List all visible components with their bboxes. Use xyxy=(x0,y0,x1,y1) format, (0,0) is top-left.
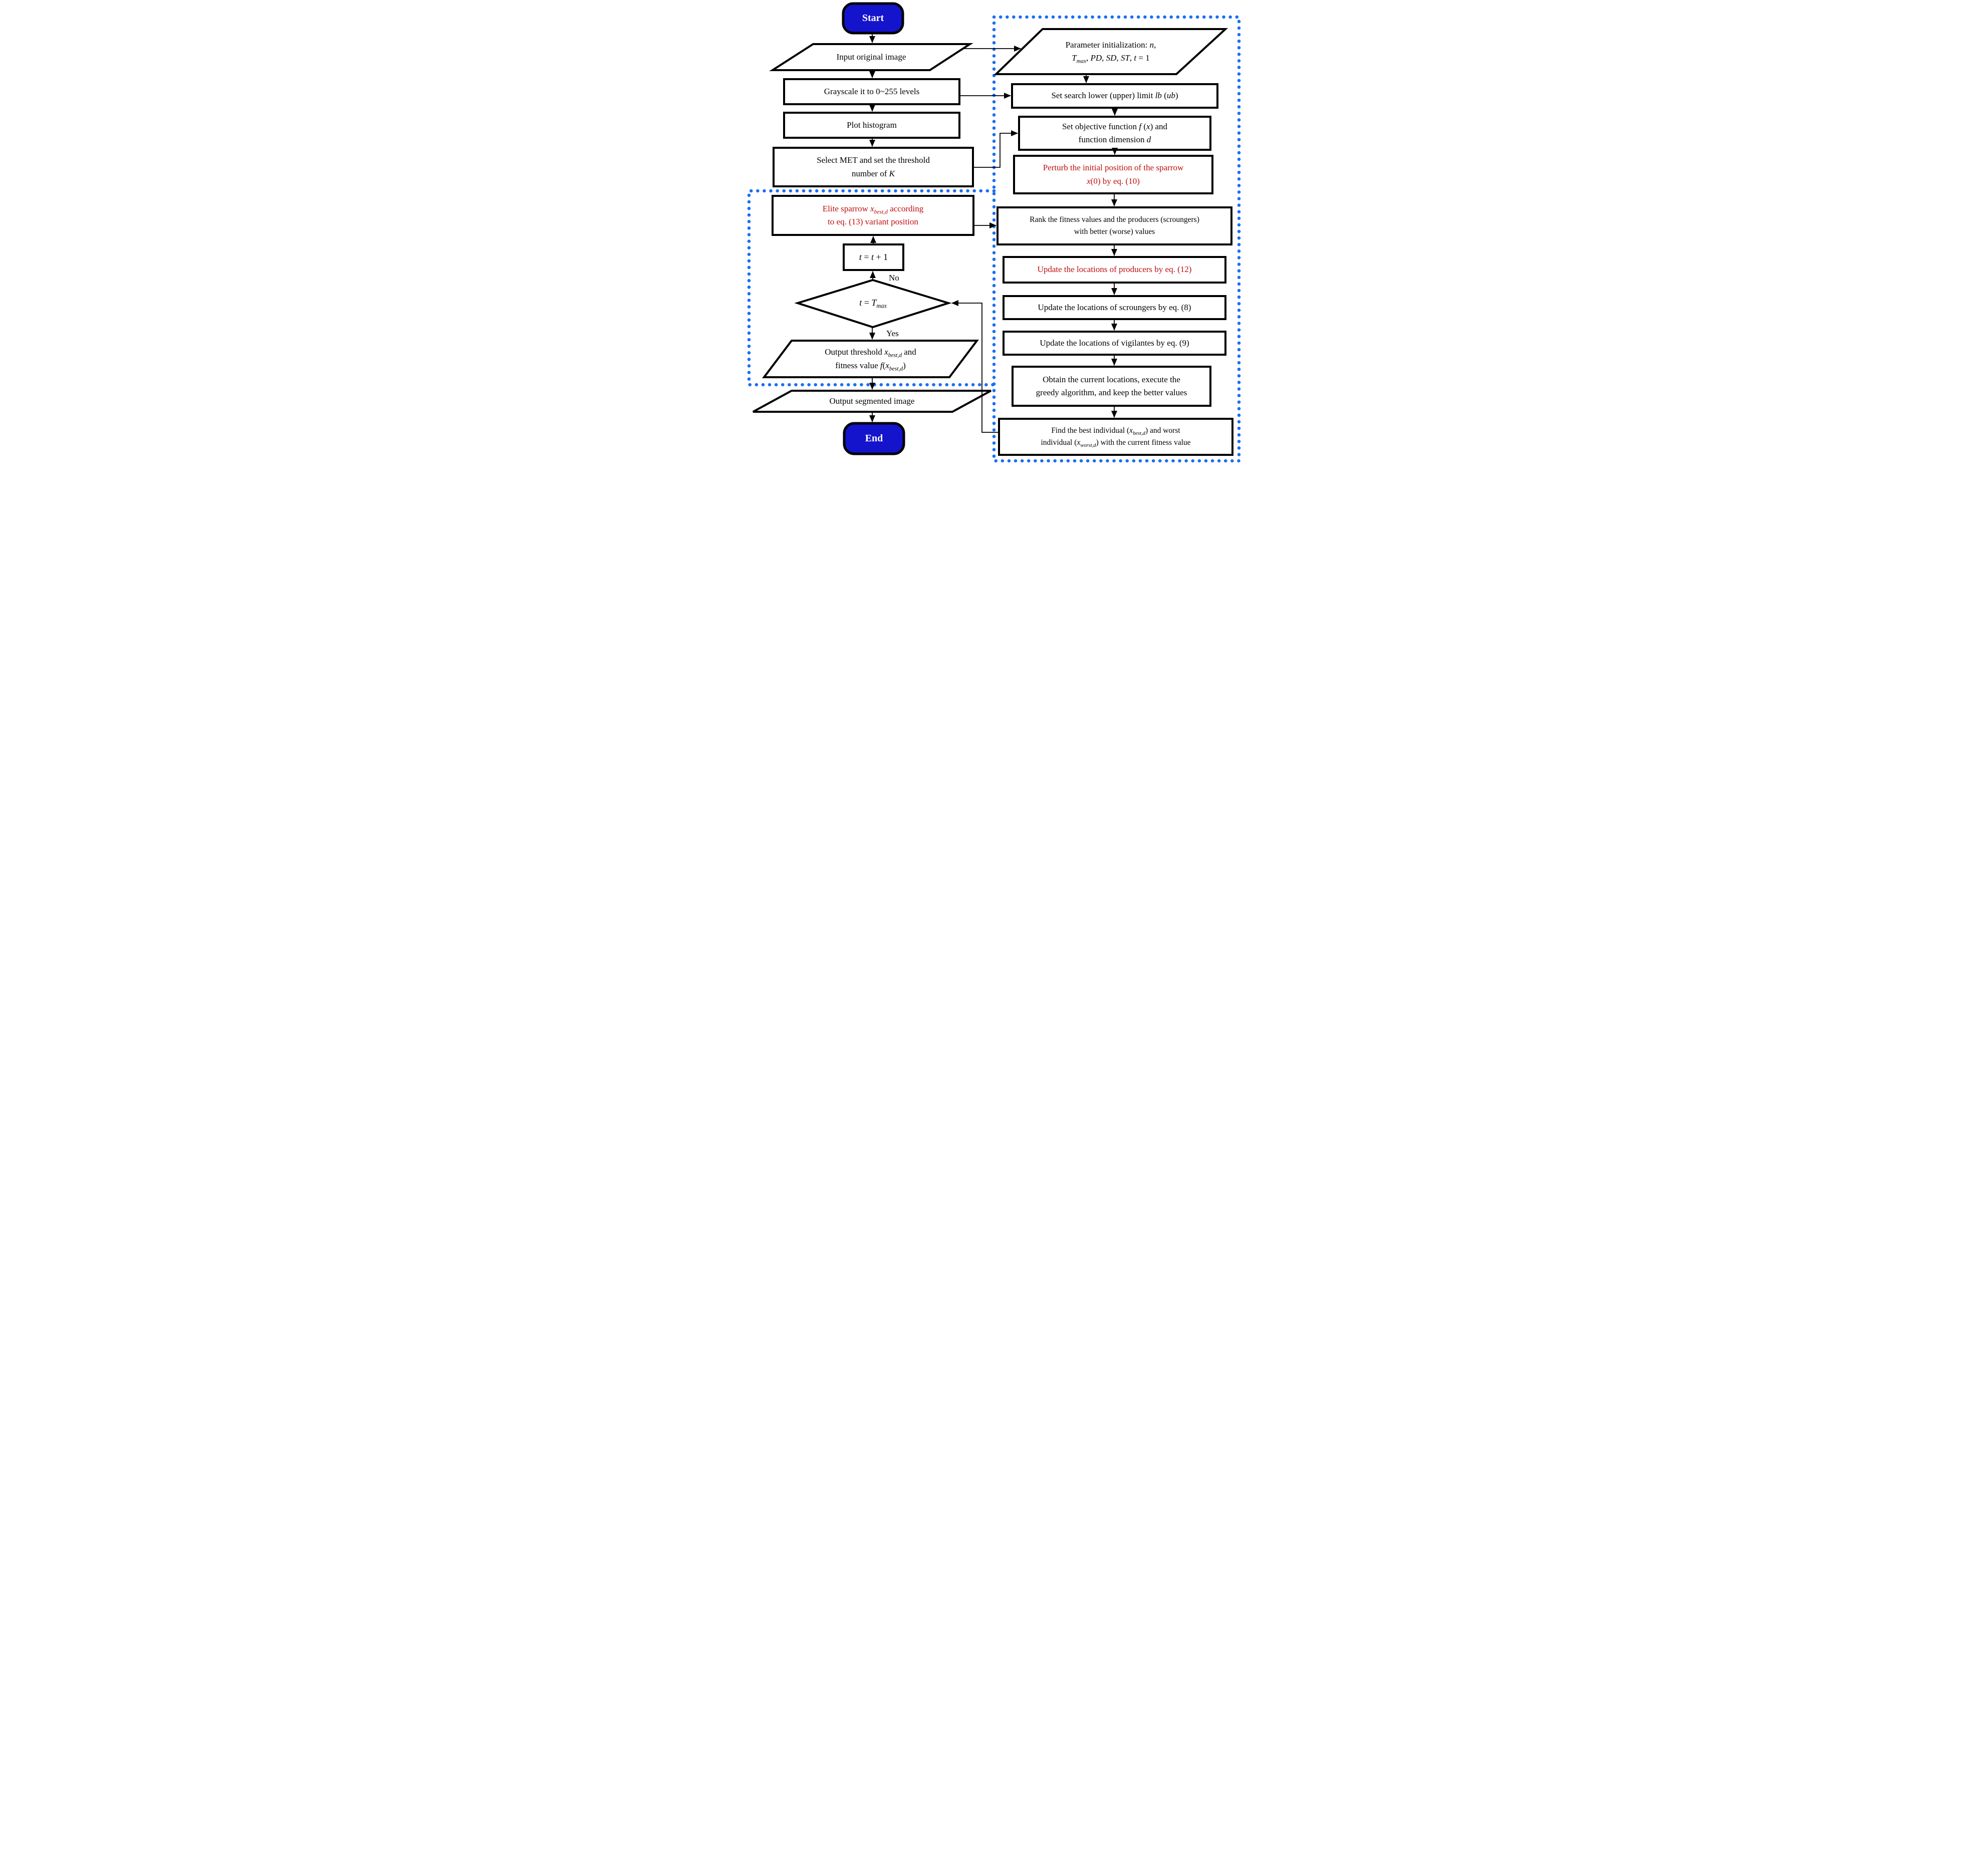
plot-histogram-shape xyxy=(783,112,960,139)
edge-find-decision xyxy=(951,300,999,433)
end-node-shape xyxy=(843,422,905,455)
output-threshold-shape xyxy=(762,340,979,378)
find-best-worst-shape xyxy=(998,418,1233,456)
elite-sparrow-shape xyxy=(772,195,974,236)
flowchart-canvas: Start Input original image Grayscale it … xyxy=(746,0,1242,462)
parameter-init-shape xyxy=(993,28,1228,75)
rank-fitness-shape xyxy=(997,206,1232,245)
update-producers-shape xyxy=(1003,256,1226,284)
output-segmented-shape xyxy=(753,390,991,413)
update-vigilantes-shape xyxy=(1003,331,1226,356)
grayscale-shape xyxy=(783,78,960,105)
select-met-shape xyxy=(773,147,974,187)
set-search-shape xyxy=(1011,83,1218,109)
perturb-shape xyxy=(1013,155,1213,194)
flowchart-drawing xyxy=(747,2,1241,462)
update-scroungers-shape xyxy=(1003,295,1226,320)
set-objective-shape xyxy=(1018,116,1211,151)
t-increment-shape xyxy=(843,243,904,271)
input-image-shape xyxy=(769,43,973,71)
start-node-shape xyxy=(842,2,904,35)
edge-select-set-objective xyxy=(973,130,1018,168)
obtain-locations-shape xyxy=(1012,366,1211,407)
t-max-decision-shape xyxy=(794,279,952,329)
elite-loop-dotted-box xyxy=(747,189,996,387)
ssa-main-loop-dotted-box xyxy=(992,15,1241,462)
